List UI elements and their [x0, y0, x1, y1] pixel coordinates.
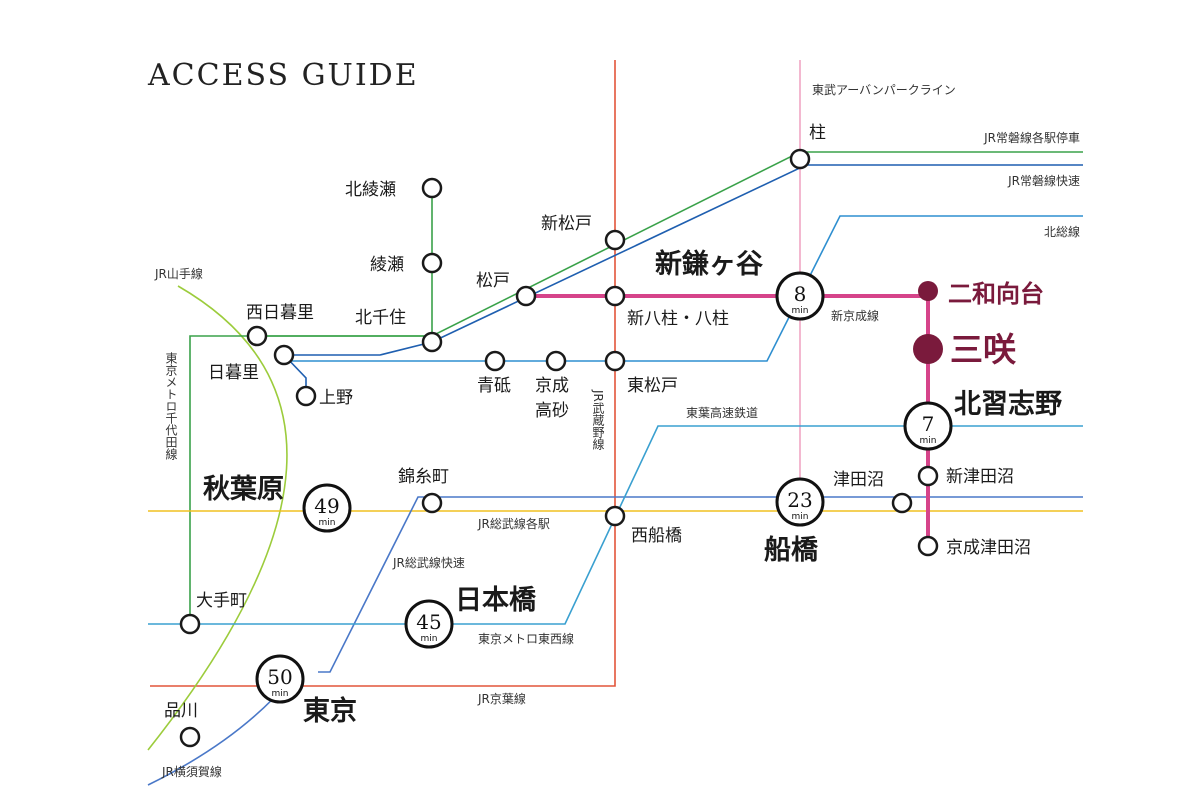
label-hokuso: 北総線: [1044, 224, 1080, 239]
hub-funabashi[interactable]: 23 min: [775, 477, 825, 527]
station-higashimatsudo-marker[interactable]: [604, 350, 626, 372]
label-jr-sobu-local: JR総武線各駅: [477, 516, 550, 531]
hub-unit: min: [319, 518, 336, 528]
label-jr-keiyo: JR京葉線: [477, 691, 526, 706]
station-shinyahashira-marker[interactable]: [604, 285, 626, 307]
label-kashiwa: 柱: [809, 123, 826, 143]
label-nippori: 日暮里: [208, 363, 259, 383]
label-kitaayase: 北綾瀬: [345, 180, 396, 200]
label-nishinippori: 西日暮里: [246, 303, 314, 323]
label-otemachi: 大手町: [196, 591, 247, 611]
hub-minutes: 7: [922, 412, 935, 436]
label-matsudo: 松戸: [476, 271, 510, 291]
hub-minutes: 50: [267, 665, 292, 689]
label-higashimatsudo: 東松戸: [627, 376, 678, 396]
label-jr-yokosuka: JR横須賀線: [161, 764, 222, 779]
station-nishinippori-marker[interactable]: [246, 325, 268, 347]
label-aoto: 青砥: [477, 376, 511, 396]
station-ayase-marker[interactable]: [421, 252, 443, 274]
station-labels: 柱 北綾瀬 綾瀬 新松戸 松戸 新八柱・八柱 西日暮里 北千住 日暮里 上野 青…: [164, 123, 1062, 727]
station-shinmatsudo-marker[interactable]: [604, 229, 626, 251]
label-toyo-rapid: 東葉高速鉄道: [686, 405, 758, 420]
line-jr-sobu-rapid: [318, 496, 1083, 673]
label-tokyo-metro-tozai: 東京メトロ東西線: [478, 631, 574, 646]
destination-stations: [913, 281, 943, 364]
station-keisei-tsudanuma-marker[interactable]: [917, 535, 939, 557]
label-hub-kitanarashino: 北習志野: [954, 389, 1062, 420]
station-misaki-marker[interactable]: [913, 334, 943, 364]
station-keisei-takasago-marker[interactable]: [545, 350, 567, 372]
label-keisei-takasago-2: 高砂: [535, 401, 569, 421]
station-nishifunabashi-marker[interactable]: [604, 505, 626, 527]
hub-nihonbashi[interactable]: 45 min: [404, 599, 454, 649]
hub-minutes: 23: [787, 488, 812, 512]
line-jr-musashino: [150, 60, 616, 687]
hub-minutes: 45: [416, 610, 441, 634]
station-futawamukodai-marker[interactable]: [918, 281, 938, 301]
label-shinagawa: 品川: [164, 701, 198, 721]
label-keisei-tsudanuma: 京成津田沼: [946, 538, 1031, 558]
label-jr-joban-local: JR常磐線各駅停車: [983, 130, 1080, 145]
hub-kitanarashino[interactable]: 7 min: [903, 401, 953, 451]
label-keisei-takasago-1: 京成: [535, 376, 569, 396]
station-nippori-marker[interactable]: [273, 344, 295, 366]
station-tsudanuma-marker[interactable]: [891, 492, 913, 514]
station-kinshicho-marker[interactable]: [421, 492, 443, 514]
station-kitasenju-marker[interactable]: [421, 331, 443, 353]
hub-unit: min: [792, 512, 809, 522]
hub-unit: min: [272, 689, 289, 699]
station-kashiwa-marker[interactable]: [789, 148, 811, 170]
hub-minutes: 49: [314, 494, 339, 518]
label-kitasenju: 北千住: [355, 308, 406, 328]
hub-minutes: 8: [794, 282, 807, 306]
label-shintsudanuma: 新津田沼: [946, 467, 1014, 487]
label-hub-shinkamagaya: 新鎌ヶ谷: [655, 248, 764, 280]
label-futawamukodai: 二和向台: [948, 279, 1044, 308]
label-jr-yamanote: JR山手線: [154, 266, 203, 281]
label-ueno: 上野: [319, 388, 353, 408]
hub-shinkamagaya[interactable]: 8 min: [775, 271, 825, 321]
hub-unit: min: [421, 634, 438, 644]
station-otemachi-marker[interactable]: [179, 613, 201, 635]
station-shinagawa-marker[interactable]: [179, 726, 201, 748]
label-tokyo-metro-chiyoda: 東京メトロ千代田線: [164, 352, 178, 460]
station-aoto-marker[interactable]: [484, 350, 506, 372]
label-misaki: 三咲: [950, 330, 1017, 369]
line-labels: 東武アーバンパークライン JR常磐線各駅停車 JR常磐線快速 北総線 JR山手線…: [154, 83, 1080, 779]
station-shintsudanuma-marker[interactable]: [917, 465, 939, 487]
hub-akihabara[interactable]: 49 min: [302, 483, 352, 533]
station-ueno-marker[interactable]: [295, 385, 317, 407]
line-shin-keisei: [526, 294, 930, 546]
label-hub-nihonbashi: 日本橋: [455, 585, 537, 616]
label-shinmatsudo: 新松戸: [541, 214, 592, 234]
hub-stations: 8 min 7 min 49 min 23 min 45 min 50 min: [255, 271, 953, 704]
small-stations: [179, 148, 939, 748]
label-nishifunabashi: 西船橋: [631, 526, 682, 546]
label-hub-akihabara: 秋葉原: [203, 474, 284, 505]
hub-tokyo[interactable]: 50 min: [255, 654, 305, 704]
hub-unit: min: [920, 436, 937, 446]
label-jr-joban-rapid: JR常磐線快速: [1007, 173, 1080, 188]
station-matsudo-marker[interactable]: [515, 285, 537, 307]
label-ayase: 綾瀬: [370, 255, 404, 275]
label-hub-tokyo: 東京: [303, 695, 357, 727]
label-jr-sobu-rapid: JR総武線快速: [392, 555, 465, 570]
label-tobu-urban-park: 東武アーバンパークライン: [812, 83, 956, 97]
label-jr-musashino: JR武蔵野線: [591, 389, 605, 450]
hub-unit: min: [792, 306, 809, 316]
label-hub-funabashi: 船橋: [764, 534, 819, 566]
page-title: ACCESS GUIDE: [147, 58, 419, 93]
station-kitaayase-marker[interactable]: [421, 177, 443, 199]
line-jr-yamanote: [147, 285, 288, 751]
label-shinyahashira: 新八柱・八柱: [627, 309, 729, 329]
label-kinshicho: 錦糸町: [398, 467, 449, 487]
label-tsudanuma: 津田沼: [833, 470, 884, 490]
label-shin-keisei: 新京成線: [831, 308, 879, 323]
